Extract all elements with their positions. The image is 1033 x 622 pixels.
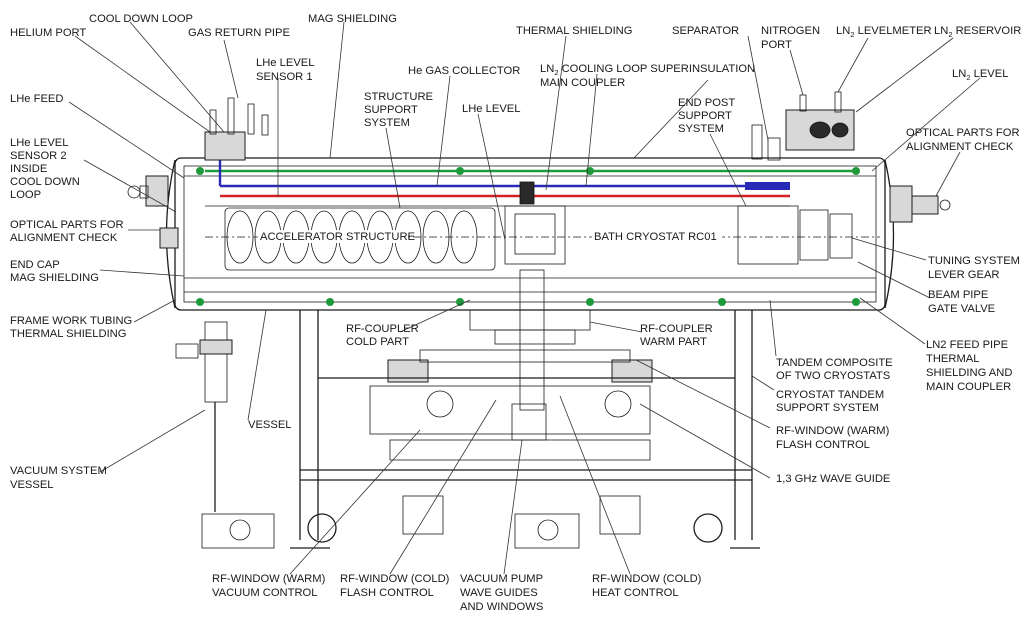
label-ln2-levelmeter: LN2 LEVELMETER [836, 25, 932, 39]
label-vacuum-system-1: VACUUM SYSTEM [10, 465, 107, 477]
label-vacuum-system-2: VESSEL [10, 479, 54, 491]
label-end-post-2: SUPPORT [678, 110, 732, 122]
label-end-cap-2: MAG SHIELDING [10, 272, 99, 284]
labels: COOL DOWN LOOP HELIUM PORT GAS RETURN PI… [10, 13, 1021, 613]
label-cryostat-tandem-2: SUPPORT SYSTEM [776, 402, 879, 414]
label-lhe-feed: LHe FEED [10, 93, 63, 105]
label-optical-right-1: OPTICAL PARTS FOR [906, 127, 1020, 139]
label-vessel: VESSEL [248, 419, 292, 431]
label-ln2-feed-2: THERMAL [926, 353, 979, 365]
label-structure-support-3: SYSTEM [364, 117, 410, 129]
ln2-marker [456, 167, 464, 175]
label-accelerator-structure: ACCELERATOR STRUCTURE [260, 231, 415, 243]
label-rf-window-cold-flash-2: FLASH CONTROL [340, 587, 434, 599]
vacuum-pump-bottom [514, 513, 580, 549]
ln2-marker [196, 167, 204, 175]
label-lhe-level: LHe LEVEL [462, 103, 520, 115]
ln2-marker [326, 298, 334, 306]
support-frame [290, 310, 760, 549]
label-rf-window-warm-flash-1: RF-WINDOW (WARM) [776, 425, 890, 437]
label-lhe-level-sensor2-2: SENSOR 2 [10, 150, 67, 162]
coupler-assembly [369, 269, 653, 461]
label-structure-support-1: STRUCTURE [364, 91, 433, 103]
vacuum-system-vessel [175, 321, 275, 549]
label-end-cap-1: END CAP [10, 259, 60, 271]
left-port-assembly [127, 97, 269, 249]
end-post-box [737, 205, 799, 265]
ln2-marker [852, 298, 860, 306]
label-rf-window-cold-heat-2: HEAT CONTROL [592, 587, 679, 599]
label-frame-work-1: FRAME WORK TUBING [10, 315, 132, 327]
label-beam-pipe-2: GATE VALVE [928, 303, 995, 315]
label-rf-coupler-warm-1: RF-COUPLER [640, 323, 713, 335]
label-rf-coupler-warm-2: WARM PART [640, 336, 707, 348]
label-tuning-1: TUNING SYSTEM [928, 255, 1020, 267]
label-frame-work-2: THERMAL SHIELDING [10, 328, 126, 340]
label-lhe-level-sensor1-1: LHe LEVEL [256, 57, 314, 69]
label-rf-window-cold-heat-1: RF-WINDOW (COLD) [592, 573, 702, 585]
label-thermal-shielding: THERMAL SHIELDING [516, 25, 632, 37]
label-ln2-level: LN2 LEVEL [952, 68, 1008, 82]
label-end-post-1: END POST [678, 97, 735, 109]
ln2-marker [852, 167, 860, 175]
label-ln2-reservoir: LN2 RESERVOIR [934, 25, 1021, 39]
label-rf-coupler-cold-2: COLD PART [346, 336, 409, 348]
label-vacuum-pump-3: AND WINDOWS [460, 601, 543, 613]
label-rf-coupler-cold-1: RF-COUPLER [346, 323, 419, 335]
label-ln2-feed-1: LN2 FEED PIPE [926, 339, 1008, 351]
label-tuning-2: LEVER GEAR [928, 269, 1000, 281]
label-beam-pipe-1: BEAM PIPE [928, 289, 988, 301]
label-he-gas-collector: He GAS COLLECTOR [408, 65, 520, 77]
label-lhe-level-sensor1-2: SENSOR 1 [256, 71, 313, 83]
label-bath-cryostat: BATH CRYOSTAT RC01 [594, 231, 717, 243]
label-rf-window-cold-flash-1: RF-WINDOW (COLD) [340, 573, 450, 585]
label-rf-window-warm-vac-2: VACUUM CONTROL [212, 587, 317, 599]
label-ln2-feed-3: SHIELDING AND [926, 367, 1012, 379]
ln2-marker [718, 298, 726, 306]
label-lhe-level-sensor2-1: LHe LEVEL [10, 137, 68, 149]
label-vacuum-pump-1: VACUUM PUMP [460, 573, 543, 585]
label-helium-port: HELIUM PORT [10, 27, 86, 39]
label-lhe-level-sensor2-4: COOL DOWN [10, 176, 80, 188]
label-optical-left-1: OPTICAL PARTS FOR [10, 219, 124, 231]
label-cryostat-tandem-1: CRYOSTAT TANDEM [776, 389, 884, 401]
green-markers [196, 167, 860, 306]
leader-lines [68, 21, 981, 575]
label-optical-left-2: ALIGNMENT CHECK [10, 232, 118, 244]
label-structure-support-2: SUPPORT [364, 104, 418, 116]
right-port-assembly [751, 91, 951, 223]
label-mag-shielding: MAG SHIELDING [308, 13, 397, 25]
center-flange-box [504, 205, 566, 265]
right-end-cap [884, 159, 895, 309]
ln2-marker [586, 298, 594, 306]
label-tandem-1: TANDEM COMPOSITE [776, 357, 893, 369]
label-lhe-level-sensor2-5: LOOP [10, 189, 41, 201]
label-gas-return-pipe: GAS RETURN PIPE [188, 27, 290, 39]
label-end-post-3: SYSTEM [678, 123, 724, 135]
label-tandem-2: OF TWO CRYOSTATS [776, 370, 890, 382]
label-optical-right-2: ALIGNMENT CHECK [906, 141, 1014, 153]
label-cool-down-loop: COOL DOWN LOOP [89, 13, 193, 25]
label-vacuum-pump-2: WAVE GUIDES [460, 587, 538, 599]
label-lhe-level-sensor2-3: INSIDE [10, 163, 47, 175]
label-ln2-cooling-loop: LN2 COOLING LOOP SUPERINSULATION [540, 63, 755, 77]
label-main-coupler: MAIN COUPLER [540, 77, 625, 89]
label-separator: SEPARATOR [672, 25, 739, 37]
label-nitrogen-port-1: NITROGEN [761, 25, 820, 37]
label-rf-window-warm-vac-1: RF-WINDOW (WARM) [212, 573, 326, 585]
label-rf-window-warm-flash-2: FLASH CONTROL [776, 439, 870, 451]
thermal-shield [183, 165, 877, 303]
label-ln2-feed-4: MAIN COUPLER [926, 381, 1011, 393]
ln2-marker [196, 298, 204, 306]
label-nitrogen-port-2: PORT [761, 39, 792, 51]
label-wave-guide: 1,3 GHz WAVE GUIDE [776, 473, 890, 485]
